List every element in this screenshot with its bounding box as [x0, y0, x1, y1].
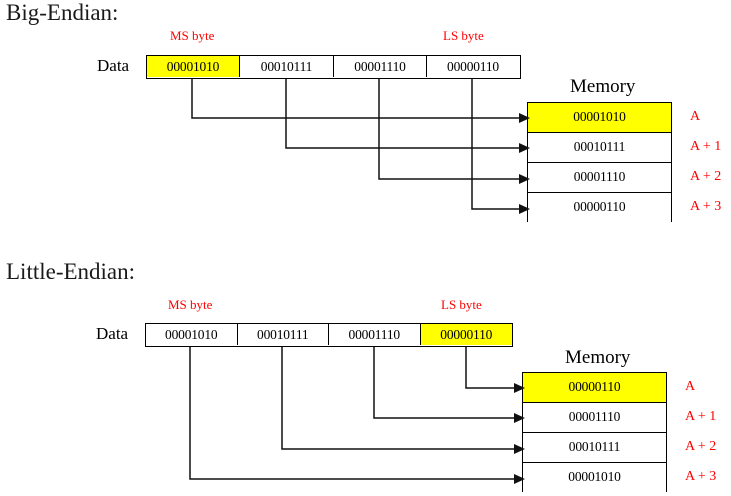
- little-endian-address-0: A: [685, 379, 696, 394]
- wire-byte1-to-mem2: [281, 347, 514, 450]
- little-endian-address-1: A + 1: [685, 409, 717, 424]
- little-endian-data-label: Data: [96, 324, 129, 343]
- little-endian-memory-cell-1: 00001110: [523, 403, 666, 433]
- little-endian-memory-cell-2: 00010111: [523, 433, 666, 463]
- little-endian-memory-cell-0: 00000110: [523, 373, 666, 403]
- little-endian-address-3: A + 3: [685, 469, 717, 484]
- little-endian-data-byte-3: 00000110: [420, 324, 512, 345]
- big-endian-memory-cell-0: 00001010: [528, 103, 671, 133]
- big-endian-memory-title: Memory: [570, 76, 636, 97]
- little-endian-data-byte-2: 00001110: [329, 324, 421, 345]
- big-endian-address-3: A + 3: [690, 199, 722, 214]
- big-endian-data-byte-3: 00000110: [427, 56, 519, 77]
- big-endian-data-byte-0: 00001010: [147, 56, 240, 77]
- big-endian-address-1: A + 1: [690, 139, 722, 154]
- big-endian-memory-box: 00001010 00010111 00001110 00000110: [527, 102, 672, 223]
- wire-byte2-to-mem2: [378, 79, 519, 180]
- big-endian-memory-cell-1: 00010111: [528, 133, 671, 163]
- big-endian-address-2: A + 2: [690, 169, 722, 184]
- wire-byte1-to-mem1: [285, 79, 519, 149]
- wire-byte2-to-mem1: [373, 347, 514, 419]
- wire-byte0-to-mem3: [189, 347, 514, 480]
- big-endian-memory-cell-3: 00000110: [528, 193, 671, 223]
- wire-byte3-to-mem3: [471, 79, 519, 210]
- big-endian-data-label: Data: [97, 56, 130, 75]
- little-endian-ls-byte-label: LS byte: [441, 297, 482, 312]
- big-endian-title: Big-Endian:: [6, 0, 119, 25]
- big-endian-data-row: 00001010 00010111 00001110 00000110: [146, 55, 521, 79]
- little-endian-address-2: A + 2: [685, 439, 717, 454]
- little-endian-ms-byte-label: MS byte: [168, 297, 213, 312]
- little-endian-data-row: 00001010 00010111 00001110 00000110: [145, 323, 513, 347]
- big-endian-ms-byte-label: MS byte: [170, 28, 215, 43]
- wire-byte0-to-mem0: [191, 79, 519, 119]
- wire-byte3-to-mem0: [465, 347, 514, 389]
- big-endian-address-0: A: [690, 109, 701, 124]
- little-endian-data-byte-1: 00010111: [237, 324, 329, 345]
- little-endian-memory-title: Memory: [565, 347, 631, 368]
- big-endian-ls-byte-label: LS byte: [443, 28, 484, 43]
- little-endian-memory-cell-3: 00001010: [523, 463, 666, 493]
- little-endian-title: Little-Endian:: [6, 259, 136, 284]
- big-endian-memory-cell-2: 00001110: [528, 163, 671, 193]
- big-endian-data-byte-2: 00001110: [334, 56, 427, 77]
- little-endian-memory-box: 00000110 00001110 00010111 00001010: [522, 372, 667, 493]
- little-endian-data-byte-0: 00001010: [146, 324, 238, 345]
- big-endian-data-byte-1: 00010111: [240, 56, 334, 77]
